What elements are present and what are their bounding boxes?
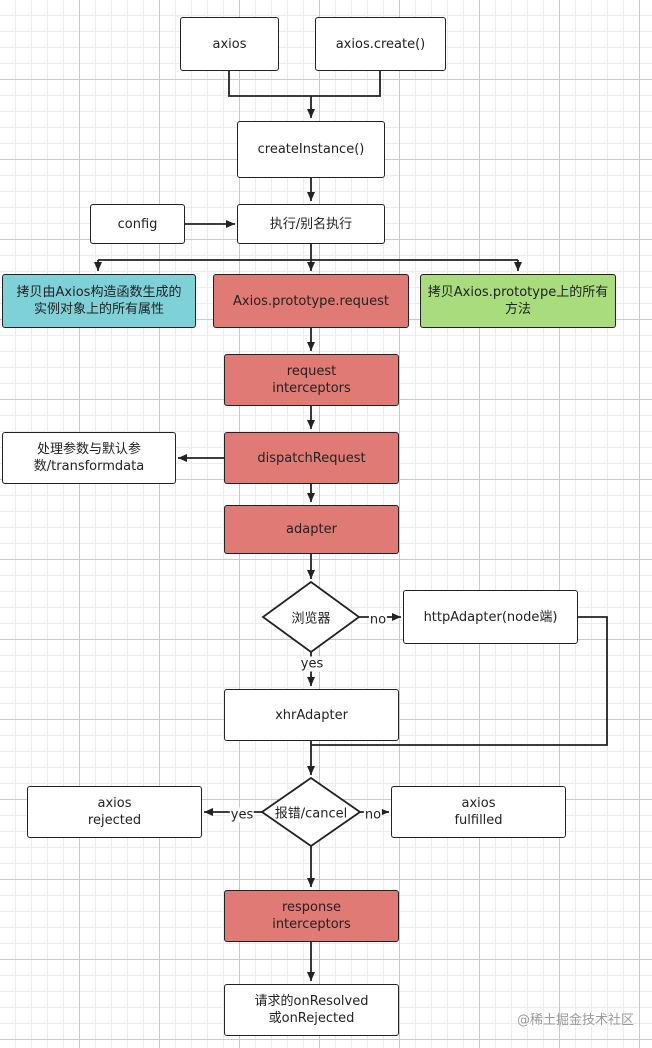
node-http-adapter: httpAdapter(node端)	[403, 590, 578, 644]
node-copy-prototype-methods: 拷贝Axios.prototype上的所有 方法	[420, 274, 616, 328]
node-xhr-adapter: xhrAdapter	[224, 689, 399, 741]
node-axios-prototype-request: Axios.prototype.request	[213, 274, 409, 328]
node-execute: 执行/别名执行	[237, 204, 385, 244]
node-config: config	[90, 204, 185, 244]
node-request-interceptors: request interceptors	[224, 354, 399, 406]
label-browser-no: no	[368, 612, 388, 628]
node-create-instance: createInstance()	[237, 121, 385, 178]
node-on-resolved: 请求的onResolved 或onRejected	[224, 984, 399, 1036]
node-response-interceptors: response interceptors	[224, 890, 399, 942]
edge-axios-merge	[228, 70, 381, 97]
edge-execute-branch	[98, 244, 518, 261]
label-error-no: no	[363, 807, 383, 823]
node-axios: axios	[180, 17, 279, 71]
node-transform-data: 处理参数与默认参 数/transformdata	[2, 432, 176, 484]
watermark: @稀土掘金技术社区	[516, 1013, 634, 1028]
node-axios-rejected: axios rejected	[27, 786, 202, 838]
node-dispatch-request: dispatchRequest	[224, 432, 399, 484]
node-axios-create: axios.create()	[315, 17, 446, 71]
edge-httpadapter-loop	[311, 616, 608, 746]
node-error-cancel-diamond-label: 报错/cancel	[274, 806, 348, 822]
node-axios-fulfilled: axios fulfilled	[391, 786, 566, 838]
node-copy-instance-props: 拷贝由Axios构造函数生成的 实例对象上的所有属性	[2, 274, 196, 328]
node-browser-diamond-label: 浏览器	[291, 611, 331, 627]
label-browser-yes: yes	[299, 656, 325, 672]
node-adapter: adapter	[224, 505, 399, 554]
label-error-yes: yes	[229, 807, 255, 823]
